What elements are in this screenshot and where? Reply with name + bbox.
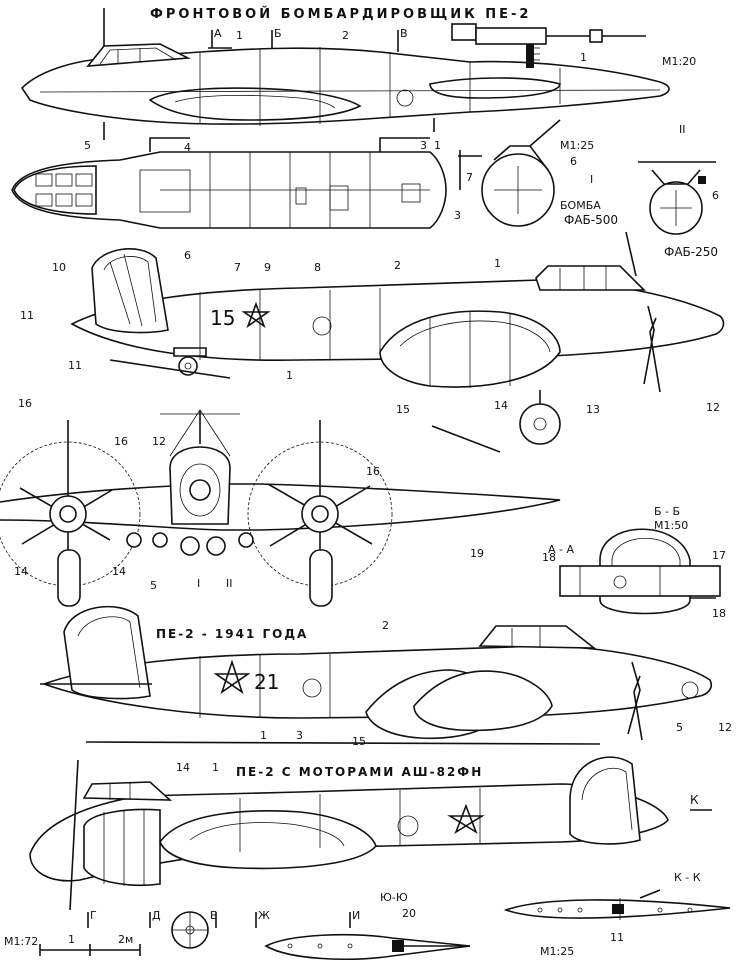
bomb-label-b: ФАБ-500 <box>564 213 619 227</box>
callout-17: 17 <box>712 549 726 562</box>
section-kk <box>503 889 731 920</box>
bomb-label-fab250: ФАБ-250 <box>664 245 719 259</box>
callout-2-c: 2 <box>382 619 389 632</box>
callout-6-a: 6 <box>570 155 577 168</box>
callout-13: 13 <box>586 403 600 416</box>
callout-20: 20 <box>402 907 416 920</box>
mark-b: Б <box>274 27 282 40</box>
section-aa <box>559 565 721 597</box>
bomb-fab500-detail <box>458 119 561 227</box>
callout-11-b: 11 <box>68 359 82 372</box>
tail-number-21: 21 <box>254 670 280 694</box>
plan-view-fuselage <box>11 137 447 229</box>
callout-1-f: 1 <box>212 761 219 774</box>
callout-12-a: 12 <box>706 401 720 414</box>
callout-18-b: 18 <box>712 607 726 620</box>
roman-one-top: I <box>590 173 594 186</box>
bomb-mount-detail <box>638 161 716 235</box>
roman-one-front: I <box>197 577 201 590</box>
section-yuyu <box>264 933 471 960</box>
roman-two-front: II <box>226 577 233 590</box>
callout-1-b: 1 <box>434 139 441 152</box>
callout-6-c: 6 <box>184 249 191 262</box>
callout-19: 19 <box>470 547 484 560</box>
front-view <box>0 409 561 607</box>
view-title-1941: ПЕ-2 - 1941 ГОДА <box>156 627 309 641</box>
callout-2-a: 2 <box>342 29 349 42</box>
callout-1-c: 1 <box>494 257 501 270</box>
callout-5-a: 5 <box>84 139 91 152</box>
callout-10: 10 <box>52 261 66 274</box>
callout-7-a: 7 <box>466 171 473 184</box>
callout-5-c: 5 <box>676 721 683 734</box>
roman-two-top: II <box>679 123 686 136</box>
machine-gun-detail <box>451 23 646 68</box>
section-aa-title: А - А <box>548 543 575 556</box>
callout-1-a: 1 <box>236 29 243 42</box>
mark-e: Е <box>210 909 217 922</box>
callout-9: 9 <box>264 261 271 274</box>
scale-bomb-mount: М1:25 <box>560 139 595 152</box>
callout-3-c: 3 <box>296 729 303 742</box>
callout-18-a: 18 <box>542 551 556 564</box>
callout-15-a: 15 <box>396 403 410 416</box>
callout-3-a: 3 <box>420 139 427 152</box>
scale-gun: М1:20 <box>662 55 697 68</box>
mark-k: К <box>690 793 699 807</box>
callout-12-c: 12 <box>718 721 732 734</box>
callout-14-c: 14 <box>112 565 126 578</box>
callout-15-b: 15 <box>352 735 366 748</box>
callout-12-b: 12 <box>152 435 166 448</box>
scale-section-bb: М1:50 <box>654 519 689 532</box>
callout-14-b: 14 <box>14 565 28 578</box>
callout-1-gun: 1 <box>580 51 587 64</box>
callout-4: 4 <box>184 141 191 154</box>
tail-number-15: 15 <box>210 306 236 330</box>
callout-1-e: 1 <box>260 729 267 742</box>
scale-bar <box>39 944 141 956</box>
scale-kk: М1:25 <box>540 945 575 958</box>
callout-16-b: 16 <box>114 435 128 448</box>
mark-v: В <box>400 27 408 40</box>
side-view-top <box>20 8 670 140</box>
section-kk-title: К - К <box>674 871 701 884</box>
mark-i: И <box>352 909 361 922</box>
mark-a: А <box>214 27 222 40</box>
callout-5-b: 5 <box>150 579 157 592</box>
side-view-ash82 <box>29 741 712 928</box>
scale-bar-start: 1 <box>68 933 75 946</box>
scale-bar-end: 2м <box>118 933 134 946</box>
mark-zh: Ж <box>258 909 270 922</box>
callout-7-b: 7 <box>234 261 241 274</box>
callout-11-c: 11 <box>610 931 624 944</box>
small-front-view <box>171 911 209 949</box>
mark-d: Д <box>152 909 161 922</box>
callout-16-a: 16 <box>18 397 32 410</box>
bomb-label-a: БОМБА <box>560 199 601 212</box>
callout-16-c: 16 <box>366 465 380 478</box>
side-view-1941 <box>40 605 713 741</box>
callout-6-b: 6 <box>712 189 719 202</box>
section-yuyu-title: Ю-Ю <box>380 891 408 904</box>
callout-1-d: 1 <box>286 369 293 382</box>
mark-g: Г <box>90 909 97 922</box>
view-title-ash82: ПЕ-2 С МОТОРАМИ АШ-82ФН <box>236 765 484 779</box>
callout-14-d: 14 <box>176 761 190 774</box>
callout-11-a: 11 <box>20 309 34 322</box>
callout-8: 8 <box>314 261 321 274</box>
callout-3-b: 3 <box>454 209 461 222</box>
scale-main: М1:72 <box>4 935 39 948</box>
sheet-title: ФРОНТОВОЙ БОМБАРДИРОВЩИК ПЕ-2 <box>150 7 532 22</box>
side-view-middle <box>70 231 725 453</box>
callout-14-a: 14 <box>494 399 508 412</box>
callout-2-b: 2 <box>394 259 401 272</box>
section-bb-title: Б - Б <box>654 505 681 518</box>
